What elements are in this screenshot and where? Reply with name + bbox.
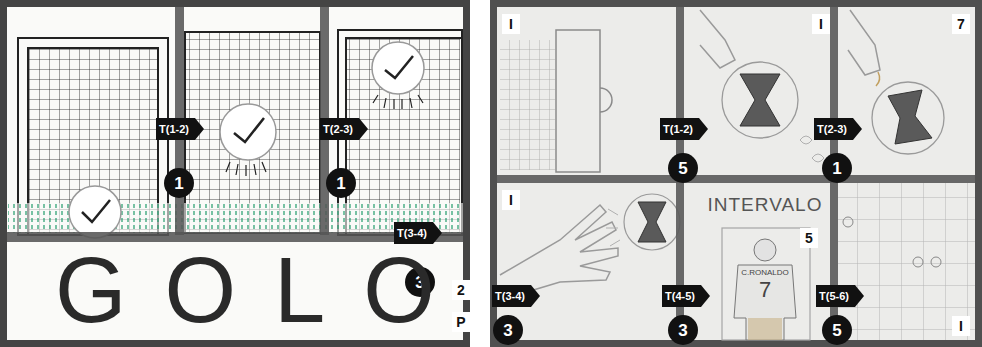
ball [872, 82, 944, 154]
tag-arrow [492, 285, 540, 307]
tag-arrow [662, 285, 710, 307]
count-number: 5 [678, 160, 687, 177]
count-number: 1 [832, 160, 841, 177]
transition-label: T(1-2) [660, 118, 708, 140]
count-number: 3 [678, 322, 687, 339]
player-body [734, 265, 796, 340]
count-number: 3 [503, 322, 512, 339]
count-badge: 1 [164, 168, 194, 198]
transition-tag: T(1-2) [156, 118, 204, 140]
transition-tag: T(2-3) [814, 118, 862, 140]
tag-arrow [660, 118, 708, 140]
count-badge: 1 [822, 153, 852, 183]
ball [372, 42, 424, 94]
ball-panel [740, 74, 780, 126]
jersey-name: C.RONALDO [741, 268, 789, 278]
ball-mark [385, 56, 413, 78]
photo-border [0, 0, 470, 347]
ball [69, 186, 121, 238]
count-number: 1 [174, 175, 183, 192]
transition-tag: T(3-4) [394, 222, 442, 244]
ball [600, 88, 612, 112]
jersey-number: 7 [745, 278, 785, 302]
goal-net [185, 32, 320, 233]
transition-label: T(3-4) [492, 285, 540, 307]
count-badge: 1 [326, 168, 356, 198]
frame-marker: P [452, 312, 470, 332]
transition-label: T(1-2) [156, 118, 204, 140]
transition-tag: T(3-4) [492, 285, 540, 307]
transition-label: T(2-3) [814, 118, 862, 140]
left-storyboard [0, 0, 470, 347]
ball-mark [234, 118, 264, 142]
tunnel-door [722, 228, 810, 340]
goalkeeper-glove [848, 10, 880, 75]
stadium-stands [838, 183, 975, 340]
count-badge: 5 [822, 315, 852, 345]
paper-sheet [7, 7, 463, 340]
player-shorts [748, 318, 782, 340]
frame-marker: I [502, 190, 520, 210]
count-badge: 3 [493, 315, 523, 345]
frame-marker: 5 [800, 228, 818, 248]
paper-sheet [497, 7, 975, 340]
spectator [843, 217, 853, 227]
tag-arrow [394, 222, 442, 244]
motion-lines [226, 162, 266, 176]
handwritten-title: GOLO [55, 244, 455, 336]
transition-label: T(3-4) [394, 222, 442, 244]
spectator [913, 257, 923, 267]
frame-marker: I [812, 14, 830, 34]
player-head [754, 239, 776, 261]
transition-label: T(4-5) [662, 285, 710, 307]
transition-label: T(2-3) [320, 118, 368, 140]
right-storyboard [490, 0, 982, 347]
motion-lines [373, 95, 423, 109]
photo-border [490, 0, 982, 347]
spectator [931, 257, 941, 267]
ball [722, 62, 798, 138]
count-number: 5 [832, 322, 841, 339]
goalkeeper-glove [700, 10, 735, 68]
tag-arrow [156, 118, 204, 140]
ball-mark [82, 200, 110, 222]
count-badge: 5 [668, 153, 698, 183]
frame-marker: 7 [952, 14, 970, 34]
transition-tag: T(1-2) [660, 118, 708, 140]
tag-arrow [816, 285, 864, 307]
frame-marker: 2 [452, 280, 470, 300]
transition-tag: T(5-6) [816, 285, 864, 307]
frame-marker: I [952, 316, 970, 336]
motion-lines [606, 209, 620, 246]
ball [624, 194, 680, 250]
tag-arrow [320, 118, 368, 140]
frame-divider [497, 175, 975, 183]
ball [220, 104, 276, 160]
motion-line [876, 72, 880, 86]
ball-panel [638, 202, 666, 242]
ball-panel [888, 90, 932, 144]
tag-arrow [814, 118, 862, 140]
transition-tag: T(2-3) [320, 118, 368, 140]
frame-marker: I [502, 14, 520, 34]
goal-post [185, 32, 320, 233]
goal-post [556, 30, 600, 172]
count-number: 1 [336, 175, 345, 192]
transition-label: T(5-6) [816, 285, 864, 307]
transition-tag: T(4-5) [662, 285, 710, 307]
goal-net [500, 40, 555, 170]
frame-caption: INTERVALO [702, 194, 828, 216]
count-badge: 3 [668, 315, 698, 345]
